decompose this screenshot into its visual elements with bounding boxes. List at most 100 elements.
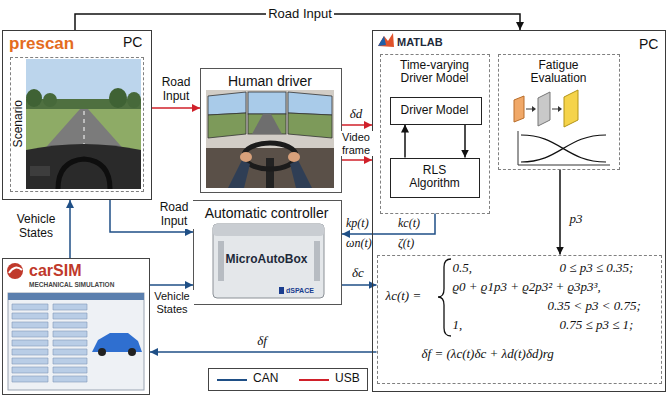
- signal-connector: [342, 124, 372, 126]
- driving-simulator-photo: [288, 92, 332, 115]
- piecewise-brace: [438, 259, 451, 336]
- carsim-logo-icon: [9, 268, 22, 273]
- edge-label: p3: [568, 212, 585, 227]
- driving-simulator-photo: [206, 90, 334, 188]
- process-label: Driver Model: [391, 104, 479, 118]
- microautobox-device: [213, 224, 324, 236]
- neural-network-icon: [538, 92, 550, 126]
- scenario-picture: [109, 88, 127, 108]
- legend-line-sample: [217, 379, 247, 381]
- panel-title: Fatigue Evaluation: [519, 59, 599, 87]
- panel-title: Scenario: [12, 100, 26, 147]
- fatigue-curve-plot: [518, 131, 610, 165]
- module-panel: Fatigue Evaluation: [498, 54, 620, 170]
- software-subtitle: MECHANICAL SIMULATION: [29, 281, 114, 288]
- scenario-picture: [43, 93, 57, 107]
- scenario-picture: [30, 166, 50, 176]
- driver-box: Human driver: [200, 68, 342, 193]
- driving-simulator-photo: [248, 92, 286, 114]
- signal-connector: [69, 200, 71, 258]
- software-logo: carSIM: [29, 262, 81, 280]
- legend-box: CAN USB: [208, 368, 368, 391]
- driving-simulator-photo: [288, 113, 332, 138]
- neural-network-icon: [558, 106, 562, 112]
- carsim-screenshot: [8, 293, 144, 300]
- fatigue-curve-plot: [521, 135, 606, 162]
- formula-term: 0 ≤ p3 ≤ 0.35;: [560, 261, 634, 276]
- neural-network-icon: [526, 109, 532, 110]
- legend-line-sample: [299, 379, 329, 381]
- module-panel: Time-varying Driver ModelDriver ModelRLS…: [380, 54, 490, 214]
- signal-connector: [342, 159, 372, 161]
- formula-term: ϱ0 + ϱ1p3 + ϱ2p3² + ϱ3p3³,: [453, 280, 601, 295]
- device-label: MicroAutoBox: [204, 253, 329, 267]
- signal-connector: [464, 125, 466, 158]
- matlab-logo-icon: [378, 33, 394, 47]
- signal-connector: [342, 214, 435, 235]
- edge-label: Vehicle States: [150, 290, 194, 315]
- carsim-logo-icon: [7, 263, 23, 279]
- carsim-screenshot: [8, 293, 144, 390]
- driving-simulator-photo: [248, 114, 286, 134]
- legend-entry: USB: [299, 369, 375, 390]
- box-title: Automatic controller: [194, 205, 339, 221]
- signal-label: kp(t): [346, 217, 369, 231]
- carsim-screenshot: [128, 348, 136, 356]
- scenario-picture: [58, 159, 110, 189]
- pc-label: PC: [639, 36, 658, 52]
- microautobox-device: [279, 287, 284, 294]
- carsim-logo-icon: [7, 263, 23, 279]
- fatigue-curve-plot: [518, 131, 610, 165]
- signal-label: kc(t): [398, 217, 420, 231]
- process-label: RLS Algorithm: [405, 164, 465, 192]
- signal-connector: [404, 125, 406, 158]
- signal-connector: [150, 351, 377, 353]
- box-title: Human driver: [201, 73, 339, 89]
- carsim-screenshot: [8, 293, 144, 390]
- panel-title: Time-varying Driver Model: [385, 59, 485, 87]
- pc-box: prescanPCScenario: [2, 30, 152, 200]
- microautobox-device: [218, 241, 224, 281]
- neural-network-icon: [564, 90, 578, 127]
- edge-label: Road Input: [152, 201, 196, 229]
- formula-term: δf = (λc(t)δc + λd(t)δd)rg: [422, 347, 554, 362]
- formula-term: 0.75 ≤ p3 ≤ 1;: [560, 318, 634, 333]
- formula-term: 0.5,: [453, 261, 473, 276]
- process-box: Driver Model: [390, 97, 482, 125]
- edge-label: Road Input: [266, 7, 334, 22]
- legend-line-sample: [299, 375, 329, 385]
- brand-label: dSPACE: [286, 287, 314, 295]
- software-logo: MATLAB: [397, 36, 443, 49]
- driving-simulator-photo: [228, 160, 250, 188]
- matlab-logo-icon: [378, 33, 394, 47]
- pc-label: PC: [123, 34, 142, 50]
- driving-simulator-photo: [240, 152, 252, 162]
- carsim-screenshot: [12, 304, 87, 382]
- neural-network-icon: [514, 90, 578, 127]
- scenario-picture: [26, 59, 141, 189]
- signal-label: ζ(t): [398, 237, 414, 251]
- scenario-picture: [127, 92, 141, 108]
- legend-entry: CAN: [217, 369, 293, 390]
- formula-term: λc(t) =: [386, 289, 422, 304]
- driving-simulator-photo: [266, 158, 274, 188]
- edge-label: Road Input: [153, 76, 199, 104]
- legend-text: USB: [335, 372, 360, 386]
- neural-network-icon: [532, 106, 536, 112]
- edge-label: δf: [255, 334, 269, 349]
- edge-label: Video frame: [338, 131, 374, 156]
- controller-box: Automatic controllerMicroAutoBox dSPACE: [193, 200, 342, 305]
- scenario-panel: Scenario: [10, 57, 144, 192]
- signal-connector: [150, 284, 193, 286]
- scenario-picture: [26, 89, 42, 107]
- process-box: RLS Algorithm: [390, 158, 480, 198]
- formula-panel: λc(t) = 0.5, 0 ≤ p3 ≤ 0.35; ϱ0 + ϱ1p3 + ϱ2p…: [377, 255, 662, 384]
- edge-label: δc: [350, 266, 366, 281]
- carsim-screenshot: [98, 348, 106, 356]
- scenario-picture: [26, 144, 141, 189]
- legend-line-sample: [217, 375, 247, 385]
- matlab-logo-icon: [378, 36, 386, 46]
- simulator-box: carSIMMECHANICAL SIMULATION: [2, 258, 150, 395]
